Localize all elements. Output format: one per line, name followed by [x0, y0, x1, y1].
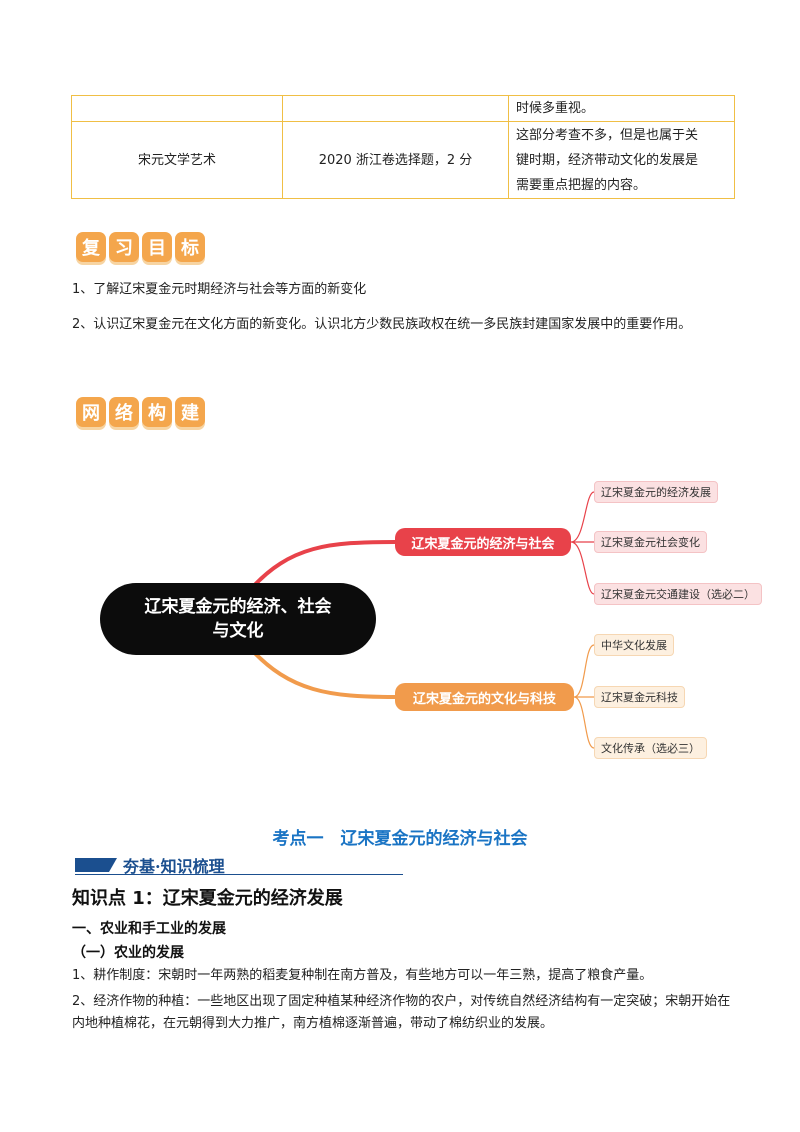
bar-underline: [75, 874, 403, 875]
review-item-2: 2、认识辽宋夏金元在文化方面的新变化。认识北方少数民族政权在统一多民族封建国家发…: [72, 317, 692, 332]
badge-char: 标: [175, 232, 205, 262]
table-cell-exam: 2020 浙江卷选择题，2 分: [282, 121, 509, 199]
knowledge-point-title: 知识点 1：辽宋夏金元的经济发展: [72, 888, 343, 909]
badge-char: 构: [142, 397, 172, 427]
bar-label: 夯基·知识梳理: [123, 857, 225, 876]
note-line: 这部分考查不多，但是也属于关: [516, 127, 699, 143]
bar-block: [75, 858, 109, 872]
review-item-1: 1、了解辽宋夏金元时期经济与社会等方面的新变化: [72, 282, 367, 297]
network-badge: 网 络 构 建: [76, 397, 205, 427]
table-cell-note: 这部分考查不多，但是也属于关 键时期，经济带动文化的发展是 需要重点把握的内容。: [508, 121, 735, 199]
section-title: 考点一 辽宋夏金元的经济与社会: [272, 829, 528, 849]
mindmap-leaf: 辽宋夏金元交通建设（选必二）: [594, 583, 762, 605]
knowledge-bar-heading: 夯基·知识梳理: [75, 853, 403, 877]
table-row: 宋元文学艺术 2020 浙江卷选择题，2 分 这部分考查不多，但是也属于关 键时…: [71, 121, 735, 199]
table-cell-topic: 宋元文学艺术: [71, 121, 283, 199]
mindmap-branch-economy: 辽宋夏金元的经济与社会: [395, 528, 571, 556]
note-line: 需要重点把握的内容。: [516, 177, 647, 193]
bar-triangle: [109, 858, 117, 872]
badge-char: 习: [109, 232, 139, 262]
note-line: 键时期，经济带动文化的发展是: [516, 152, 699, 168]
mindmap-leaf: 文化传承（选必三）: [594, 737, 707, 759]
subheading-b: （一）农业的发展: [72, 945, 184, 961]
mindmap-leaf: 中华文化发展: [594, 634, 674, 656]
mindmap-root: 辽宋夏金元的经济、社会与文化: [100, 583, 376, 655]
paragraph-2: 2、经济作物的种植：一些地区出现了固定种植某种经济作物的农户，对传统自然经济结构…: [72, 994, 731, 1031]
subheading-a: 一、农业和手工业的发展: [72, 921, 226, 937]
connector-leaves-2: [573, 644, 595, 749]
mindmap-branch-culture: 辽宋夏金元的文化与科技: [395, 683, 574, 711]
paragraph-1: 1、耕作制度：宋朝时一年两熟的稻麦复种制在南方普及，有些地方可以一年三熟，提高了…: [72, 968, 653, 983]
connector-branch2: [248, 646, 396, 699]
connector-branch1: [248, 540, 396, 592]
badge-char: 建: [175, 397, 205, 427]
table-cell: 时候多重视。: [508, 95, 735, 122]
mindmap-leaf: 辽宋夏金元社会变化: [594, 531, 707, 553]
mindmap-leaf: 辽宋夏金元的经济发展: [594, 481, 718, 503]
mindmap-leaf: 辽宋夏金元科技: [594, 686, 685, 708]
review-goals-badge: 复 习 目 标: [76, 232, 205, 262]
badge-char: 络: [109, 397, 139, 427]
exam-table: 时候多重视。 宋元文学艺术 2020 浙江卷选择题，2 分 这部分考查不多，但是…: [71, 95, 735, 199]
badge-char: 复: [76, 232, 106, 262]
badge-char: 目: [142, 232, 172, 262]
connector-leaves-1: [570, 491, 595, 595]
badge-char: 网: [76, 397, 106, 427]
